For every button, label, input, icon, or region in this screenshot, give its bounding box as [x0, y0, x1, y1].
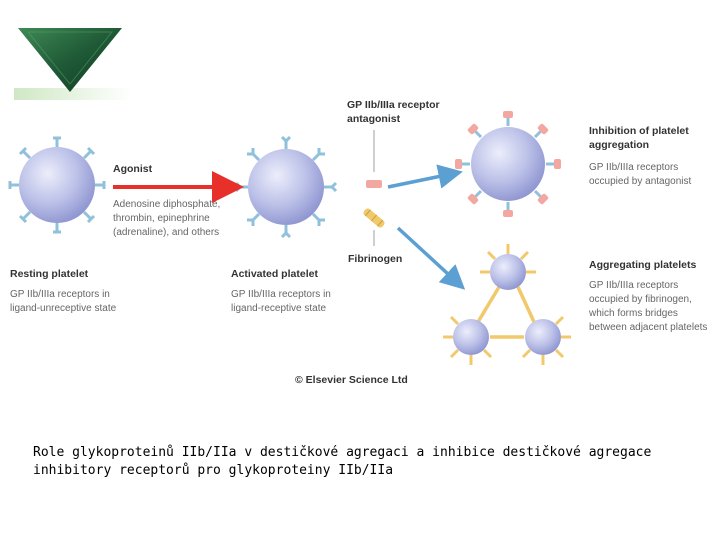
agonist-examples: Adenosine diphosphate, thrombin, epineph… [113, 199, 223, 238]
inhibition-title: Inhibition of platelet aggregation [589, 125, 692, 151]
fibrinogen-blue-arrow [398, 228, 460, 285]
activated-platelet [236, 137, 336, 237]
antagonist-title: GP IIb/IIIa receptor antagonist [347, 99, 443, 125]
logo-emblem [14, 28, 132, 100]
activated-platelet-desc: GP IIb/IIIa receptors in ligand-receptiv… [231, 289, 334, 314]
free-antagonist-molecule [366, 180, 382, 188]
fibrinogen-label: Fibrinogen [348, 253, 402, 265]
activated-platelet-title: Activated platelet [231, 268, 318, 280]
resting-platelet-desc: GP IIb/IIIa receptors in ligand-unrecept… [10, 289, 117, 314]
resting-platelet-title: Resting platelet [10, 268, 89, 280]
copyright-notice: © Elsevier Science Ltd [295, 374, 408, 386]
agonist-label: Agonist [113, 163, 153, 175]
resting-platelet [10, 138, 104, 232]
figure-caption: Role glykoproteinů IIb/IIa v destičkové … [33, 444, 693, 480]
inhibited-platelet [455, 111, 561, 217]
aggregating-title: Aggregating platelets [589, 259, 697, 271]
antagonist-blue-arrow [388, 173, 456, 187]
caption-line-2: inhibitory receptorů pro glykoproteiny I… [33, 462, 693, 480]
aggregating-platelets [443, 244, 571, 365]
inhibition-desc: GP IIb/IIIa receptors occupied by antago… [589, 162, 692, 187]
aggregating-desc: GP IIb/IIIa receptors occupied by fibrin… [588, 280, 707, 333]
caption-line-1: Role glykoproteinů IIb/IIa v destičkové … [33, 444, 693, 462]
fibrinogen-molecule [362, 207, 386, 229]
